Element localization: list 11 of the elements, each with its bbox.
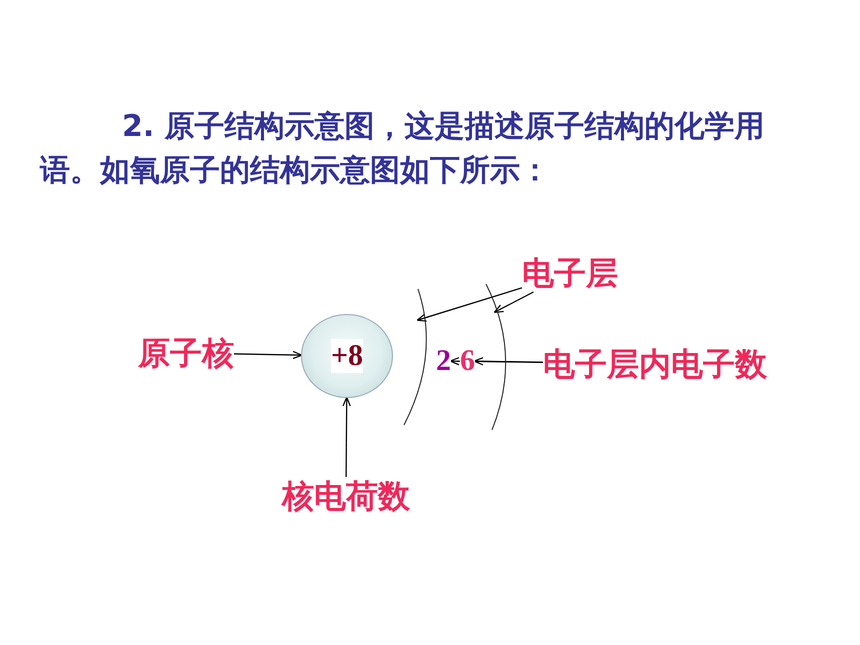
leader-arrow [234, 350, 302, 360]
electron-count-label: 电子层内电子数 [543, 345, 767, 383]
leader-arrow [474, 357, 544, 366]
nuclear-charge: +8 [330, 339, 364, 373]
leader-arrow [416, 287, 522, 322]
nucleus-label: 原子核 [138, 334, 234, 372]
leader-arrow [494, 291, 534, 313]
nuclear-charge-label: 核电荷数 [282, 477, 410, 515]
title-text: 2. 原子结构示意图，这是描述原子结构的化学用语。如氧原子的结构示意图如下所示： [40, 108, 766, 190]
layer-label: 电子层 [522, 254, 618, 292]
leader-arrow [342, 396, 351, 477]
